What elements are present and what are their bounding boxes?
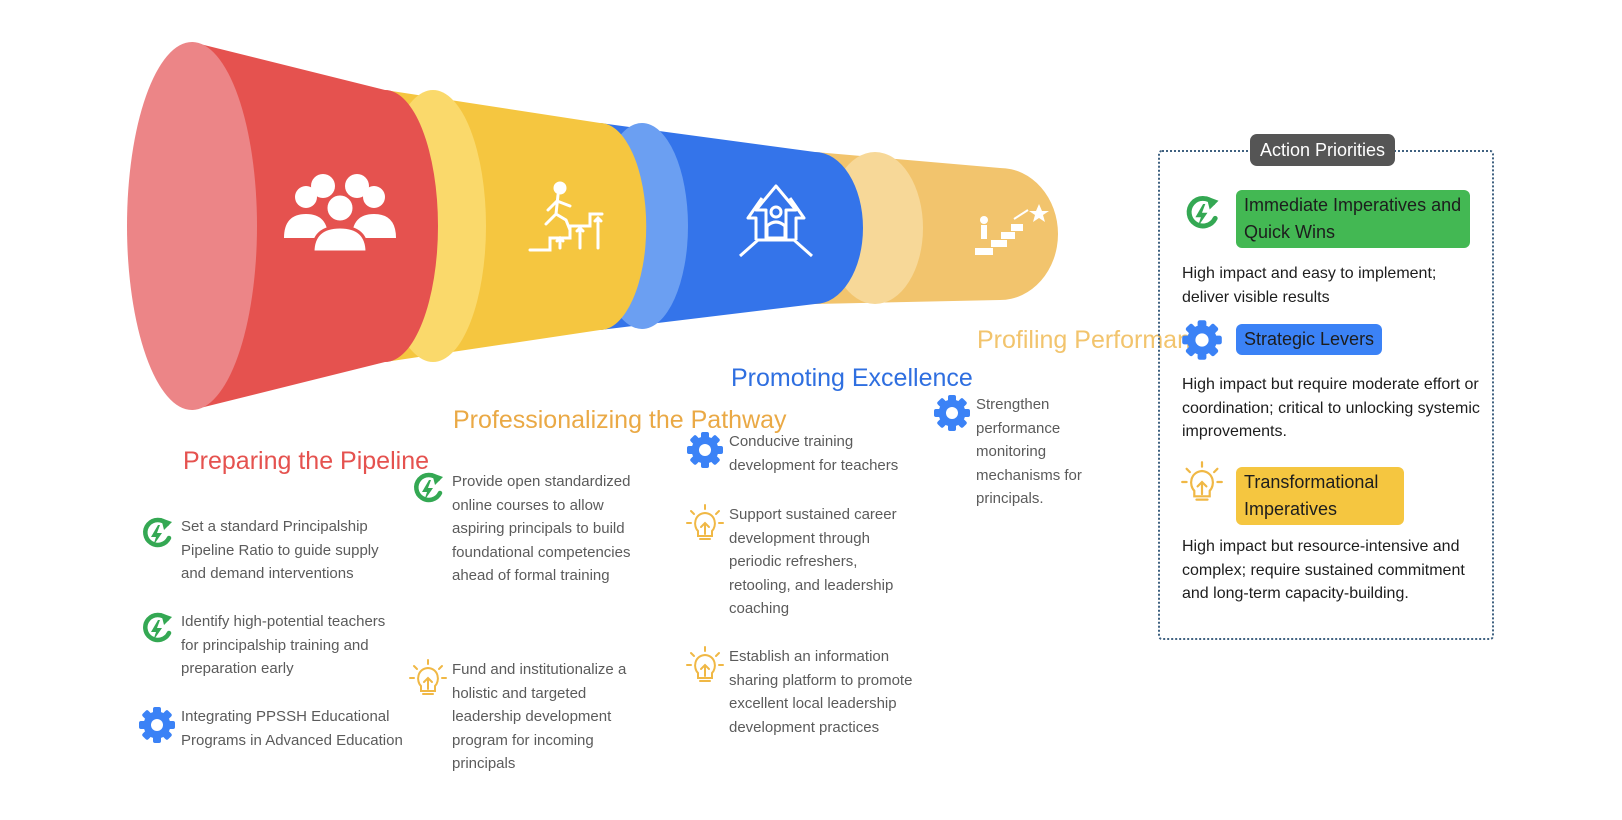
stage-item-text: Establish an information sharing platfor…	[729, 648, 913, 736]
stage-item-text: Fund and institutionalize a holistic and…	[452, 661, 627, 772]
gear-icon	[687, 432, 723, 468]
stage-item-text: Integrating PPSSH Educational Programs i…	[181, 708, 403, 749]
funnel-segment-preparing-face	[127, 42, 257, 410]
stage-item-text: Conducive training development for teach…	[729, 433, 899, 474]
team-icon	[284, 174, 396, 254]
stage-title-preparing: Preparing the Pipeline	[183, 447, 429, 475]
stage-item-text: Provide open standardized online courses…	[452, 473, 631, 584]
lightbulb-icon	[1181, 461, 1223, 501]
legend-desc-quick-wins: High impact and easy to implement; deliv…	[1182, 265, 1437, 306]
legend-tag-quick-wins: Immediate Imperatives and Quick Wins	[1236, 190, 1470, 248]
gear-icon	[139, 707, 175, 743]
stage-title-promoting: Promoting Excellence	[731, 364, 973, 392]
quick-win-icon	[1180, 193, 1224, 237]
leader-arrows-icon	[739, 184, 813, 258]
legend-desc-transformational: High impact but resource-intensive and c…	[1182, 538, 1465, 602]
legend-title: Action Priorities	[1250, 134, 1396, 166]
stage-item-text: Strengthen performance monitoring mechan…	[976, 396, 1082, 507]
climbing-stairs-icon	[528, 181, 604, 252]
stage-title-professionalizing: Professionalizing the Pathway	[453, 406, 787, 434]
legend-tag-strategic-levers: Strategic Levers	[1236, 324, 1383, 355]
lightbulb-icon	[686, 504, 724, 540]
gear-icon	[1182, 320, 1222, 360]
stage-title-profiling: Profiling Performance	[977, 326, 1218, 354]
stage-item-text: Set a standard Principalship Pipeline Ra…	[181, 518, 379, 582]
quick-win-icon	[408, 470, 448, 510]
gear-icon	[934, 395, 970, 431]
stage-item-text: Identify high-potential teachers for pri…	[181, 613, 386, 677]
legend-tag-transformational: Transformational Imperatives	[1236, 467, 1404, 525]
quick-win-icon	[137, 610, 177, 650]
lightbulb-icon	[409, 659, 447, 695]
stage-item-text: Support sustained career development thr…	[729, 506, 897, 617]
quick-win-icon	[137, 515, 177, 555]
lightbulb-icon	[686, 646, 724, 682]
stairs-star-icon	[975, 204, 1049, 255]
legend-desc-strategic-levers: High impact but require moderate effort …	[1182, 376, 1480, 440]
